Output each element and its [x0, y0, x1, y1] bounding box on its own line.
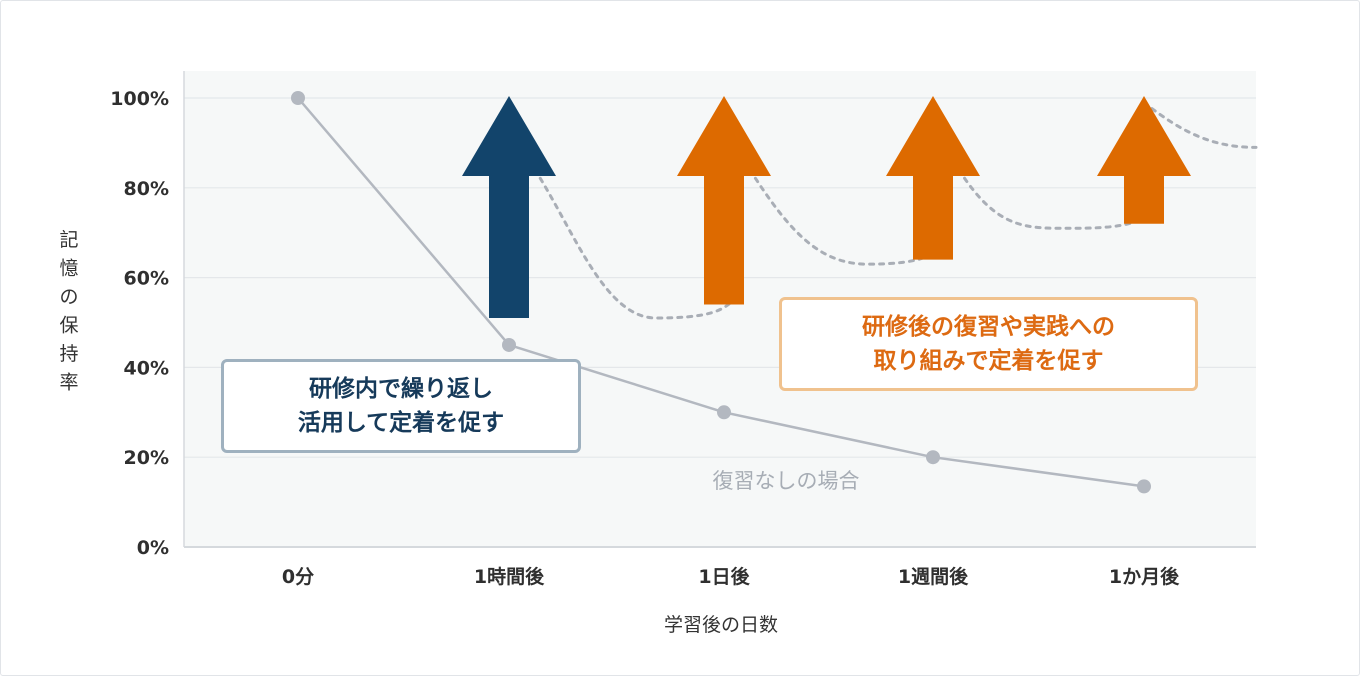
y-axis-title-char: 率 [59, 372, 78, 394]
x-tick-label-0: 0分 [282, 566, 314, 588]
y-axis-title-char: 保 [59, 315, 78, 337]
x-tick-label-3: 1週間後 [898, 565, 969, 588]
callout-after-training-line-1: 研修後の復習や実践への [862, 314, 1115, 340]
data-point-4 [1137, 479, 1151, 494]
callout-in-training: 研修内で繰り返し 活用して定着を促す [221, 359, 581, 453]
y-axis-title-char: 記 [59, 229, 78, 251]
x-axis-title: 学習後の日数 [664, 614, 778, 636]
callout-after-training-line-2: 取り組みで定着を促す [873, 348, 1104, 374]
y-tick-label-100%: 100% [110, 88, 169, 110]
y-tick-label-60%: 60% [124, 268, 169, 290]
x-tick-label-1: 1時間後 [474, 565, 545, 588]
series-label-no-review: 復習なしの場合 [713, 469, 860, 493]
callout-in-training-line-1: 研修内で繰り返し [309, 376, 493, 402]
y-axis-title-char: の [59, 286, 78, 308]
review-arrow-3 [1097, 96, 1191, 224]
y-tick-labels: 0% 20% 40% 60% 80% 100% [110, 88, 169, 559]
review-arrows [462, 96, 1191, 319]
series-no-review [291, 91, 1151, 494]
y-tick-label-80%: 80% [124, 178, 169, 200]
x-tick-labels: 0分 1時間後 1日後 1週間後 1か月後 [282, 565, 1180, 588]
data-point-1 [502, 337, 516, 352]
retention-curve-3 [1142, 100, 1258, 149]
x-tick-label-2: 1日後 [698, 565, 750, 588]
review-arrow-2 [886, 96, 980, 260]
y-tick-label-40%: 40% [124, 357, 169, 379]
review-arrow-1 [677, 96, 771, 305]
data-point-3 [926, 450, 940, 465]
callout-in-training-line-2: 活用して定着を促す [297, 410, 505, 436]
y-axis-title: 記憶の保持率 [59, 229, 78, 394]
callout-after-training: 研修後の復習や実践への 取り組みで定着を促す [779, 297, 1198, 391]
review-arrow-0 [462, 96, 556, 319]
y-axis-title-char: 憶 [59, 258, 78, 280]
y-tick-label-0%: 0% [137, 537, 169, 559]
data-point-2 [717, 405, 731, 420]
x-tick-label-4: 1か月後 [1109, 565, 1180, 588]
data-point-0 [291, 91, 305, 105]
y-tick-label-20%: 20% [124, 447, 169, 469]
y-axis-title-char: 持 [59, 343, 78, 365]
